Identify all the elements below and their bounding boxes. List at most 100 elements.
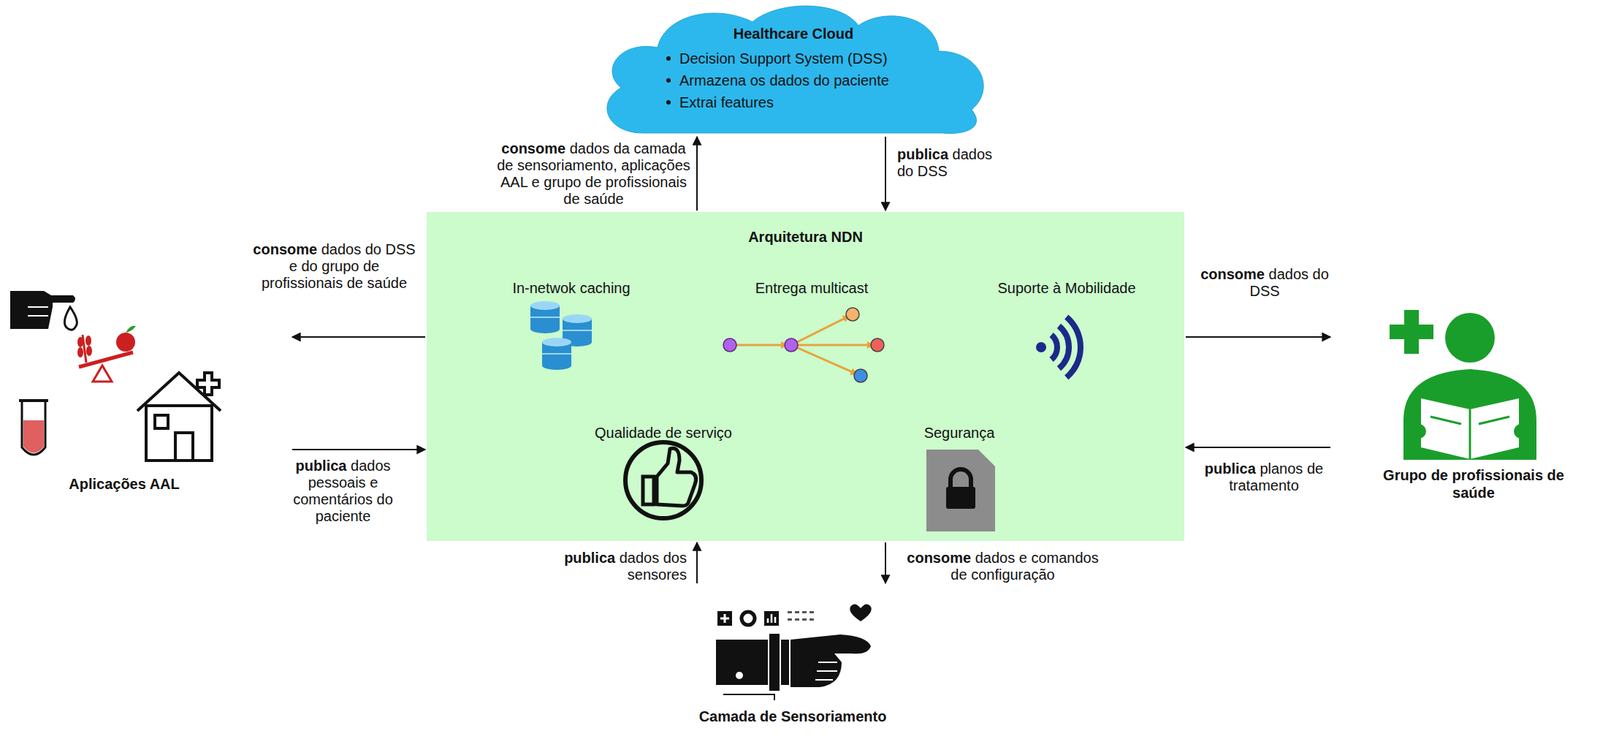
connector-arrow (696, 542, 698, 584)
edge-label: consome dados do DSS e do grupo de profi… (252, 241, 417, 292)
feature-label: Entrega multicast (755, 279, 869, 297)
drawing-part (768, 632, 781, 692)
drawing-part (846, 307, 860, 321)
drawing-part (18, 398, 49, 402)
actor-node: Grupo de profissionais de saúde (1331, 292, 1597, 519)
drawing-part (1403, 368, 1537, 460)
wearable-sensor-icon (715, 603, 872, 700)
drawing-part (791, 317, 845, 345)
drawing-part (787, 610, 814, 621)
architecture-panel: Arquitetura NDN (426, 211, 1185, 541)
drawing-part (146, 405, 212, 461)
bullet-item: Armazena os dados do paciente (661, 71, 984, 90)
drawing-part (794, 610, 800, 613)
drawing-part (741, 611, 755, 625)
cloud-node: Healthcare CloudDecision Support System … (591, 0, 996, 136)
drawing-part (717, 610, 733, 626)
drawing-part (849, 603, 871, 622)
caching-icon (530, 301, 592, 370)
drawing-part (787, 618, 792, 621)
connector-arrow (884, 542, 887, 584)
drawing-part (64, 306, 77, 330)
drawing-part (530, 316, 560, 318)
drawing-part (870, 338, 885, 352)
drawing-part (1066, 317, 1081, 378)
drawing-part (27, 314, 49, 317)
drawing-part (78, 352, 133, 367)
drawing-part (562, 314, 592, 323)
connector-arrow (292, 448, 426, 451)
pointing-hand-icon (10, 290, 77, 330)
node-title: Grupo de profissionais de saúde (1378, 466, 1569, 502)
edge-label: publica dados pessoais e comentários do … (271, 457, 415, 525)
drawing-part (530, 324, 560, 334)
feature-label: Qualidade de serviço (594, 423, 733, 442)
drawing-part (809, 618, 814, 621)
drawing-part (950, 469, 971, 489)
drawing-part (809, 610, 814, 613)
drawing-part (723, 338, 737, 352)
qos-icon (625, 442, 702, 518)
drawing-part (21, 400, 46, 455)
drawing-part (1469, 409, 1472, 459)
actor-node: Camada de Sensoriamento (694, 584, 892, 747)
drawing-part (154, 414, 169, 429)
drawing-part (802, 610, 807, 613)
drawing-part (542, 337, 572, 347)
drawing-part (1058, 325, 1069, 369)
drawing-part (723, 694, 775, 700)
drawing-part (530, 301, 560, 310)
drawing-part (116, 332, 136, 352)
node-title: Aplicações AAL (7, 474, 242, 493)
feature-label: Segurança (924, 423, 996, 442)
drawing-part (854, 368, 868, 383)
drawing-part (791, 344, 869, 347)
drawing-part (27, 306, 49, 308)
drawing-part (1411, 423, 1427, 439)
drawing-part (23, 420, 44, 453)
connector-arrow (1185, 336, 1331, 338)
drawing-part (926, 449, 996, 532)
feature-label: Suporte à Mobilidade (997, 279, 1136, 297)
drawing-part (1421, 398, 1519, 459)
drawing-part (787, 610, 792, 613)
drawing-part (625, 442, 702, 518)
drawing-part (86, 345, 93, 356)
drawing-part (85, 335, 92, 346)
drawing-part (542, 352, 572, 355)
connector-arrow (696, 136, 698, 211)
drawing-part (1430, 416, 1462, 424)
edge-label: consome dados do DSS (1195, 265, 1335, 300)
node-title: Camada de Sensoriamento (694, 707, 892, 725)
drawing-part (794, 618, 800, 621)
connector-arrow (884, 136, 887, 211)
test-tube-icon (18, 400, 49, 455)
drawing-part (1051, 334, 1058, 360)
feature-icons (426, 211, 1185, 541)
edge-label: consome dados e comandos de configuração (905, 549, 1100, 584)
mobility-icon (1035, 317, 1081, 378)
connector-arrow (1185, 446, 1331, 448)
drawing-part (175, 432, 193, 461)
drawing-part (1478, 416, 1510, 424)
drawing-part (77, 336, 84, 348)
drawing-part (77, 347, 84, 358)
drawing-part (720, 613, 730, 623)
drawing-part (784, 338, 798, 352)
drawing-part (735, 671, 744, 679)
node-title: Healthcare Cloud (591, 24, 996, 43)
drawing-part (1445, 312, 1495, 363)
drawing-part (764, 610, 779, 626)
bullet-item: Extrai features (661, 93, 984, 112)
drawing-part (125, 325, 136, 333)
edge-label: consome dados da camada de sensoriamento… (496, 140, 691, 208)
multicast-icon (723, 307, 885, 383)
drawing-part (1389, 324, 1434, 339)
feature-label: In-netwok caching (512, 279, 630, 297)
security-icon (926, 449, 996, 532)
edge-label: publica dados do DSS (897, 146, 1007, 180)
drawing-part (656, 447, 697, 506)
drawing-part (1035, 341, 1047, 353)
drawing-part (802, 618, 807, 621)
connector-arrow (292, 336, 426, 338)
